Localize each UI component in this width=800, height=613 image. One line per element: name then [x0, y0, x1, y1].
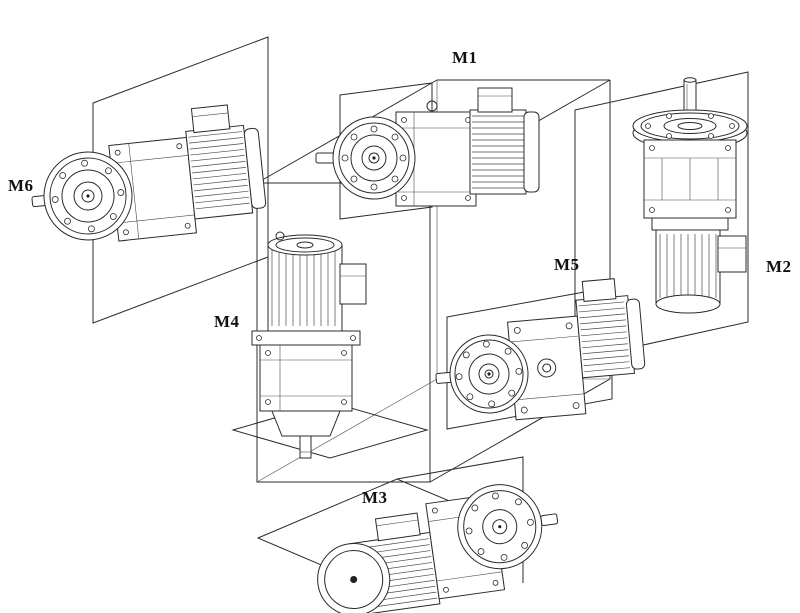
- gearmotor-m4-illustration: [251, 231, 367, 459]
- label-m1: M1: [452, 48, 478, 67]
- mounting-plane-m5: [446, 286, 613, 430]
- label-m2: M2: [766, 257, 792, 276]
- label-m5: M5: [554, 255, 580, 274]
- gearmotor-m6-illustration: [31, 104, 267, 242]
- gearmotor-m3-illustration: [317, 484, 559, 613]
- gearmotor-m1-illustration: [315, 87, 540, 207]
- label-m3: M3: [362, 488, 388, 507]
- label-m4: M4: [214, 312, 240, 331]
- gearmotor-m2-illustration: [632, 77, 748, 314]
- label-m6: M6: [8, 176, 34, 195]
- gearmotor-m5-illustration: [435, 278, 646, 421]
